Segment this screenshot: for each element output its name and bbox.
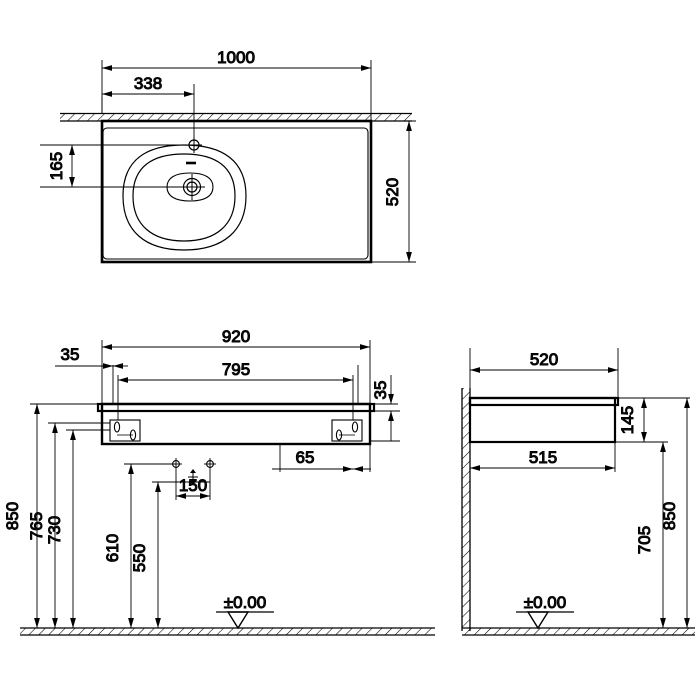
top-view-drain bbox=[179, 174, 205, 200]
side-view-witness-lines bbox=[469, 348, 690, 472]
service-hole-2 bbox=[204, 458, 216, 470]
top-view: 1000 338 165 520 bbox=[40, 48, 416, 264]
front-view-cabinet bbox=[96, 402, 376, 446]
side-view-wall bbox=[461, 388, 471, 631]
dim-795-label: 795 bbox=[222, 360, 250, 379]
dim-550: 550 bbox=[130, 482, 161, 628]
dim-765: 765 bbox=[27, 423, 58, 628]
dim-850-front-label: 850 bbox=[3, 502, 22, 530]
dim-1000: 1000 bbox=[102, 48, 371, 71]
dim-65: 65 bbox=[272, 448, 371, 472]
dim-515: 515 bbox=[470, 448, 615, 471]
dim-705-label: 705 bbox=[635, 526, 654, 554]
datum-side: ±0.00 bbox=[516, 593, 574, 630]
dim-515-label: 515 bbox=[529, 448, 557, 467]
dim-165: 165 bbox=[47, 145, 75, 187]
dim-150: 150 bbox=[176, 476, 210, 499]
dim-35-right: 35 bbox=[371, 375, 394, 441]
side-view: 520 515 145 705 850 ±0.00 bbox=[461, 348, 695, 636]
dim-65-label: 65 bbox=[296, 448, 315, 467]
side-view-floor bbox=[462, 627, 695, 636]
dim-765-label: 765 bbox=[27, 512, 46, 540]
front-view-bracket-left bbox=[109, 419, 141, 442]
dim-550-label: 550 bbox=[130, 544, 149, 572]
dim-150-label: 150 bbox=[179, 476, 207, 495]
dim-920-label: 920 bbox=[222, 327, 250, 346]
datum-front: ±0.00 bbox=[216, 593, 274, 630]
front-view: 920 795 35 35 65 150 bbox=[3, 327, 435, 636]
dim-610-label: 610 bbox=[103, 534, 122, 562]
datum-front-label: ±0.00 bbox=[224, 593, 266, 612]
dim-920: 920 bbox=[102, 327, 370, 350]
dim-795: 795 bbox=[118, 360, 353, 383]
dim-35-left-label: 35 bbox=[61, 345, 80, 364]
dim-338-label: 338 bbox=[134, 74, 162, 93]
dim-338: 338 bbox=[102, 74, 194, 97]
dim-850-side-label: 850 bbox=[660, 502, 679, 530]
dim-145: 145 bbox=[618, 398, 647, 442]
top-view-witness-lines bbox=[40, 60, 416, 263]
dim-520-top: 520 bbox=[383, 121, 412, 262]
datum-side-label: ±0.00 bbox=[524, 593, 566, 612]
dim-520-top-label: 520 bbox=[383, 178, 402, 206]
dim-520-side-label: 520 bbox=[530, 350, 558, 369]
top-view-bowl bbox=[122, 144, 247, 251]
front-view-floor bbox=[20, 627, 435, 636]
top-view-basin-body bbox=[100, 119, 373, 264]
dim-610: 610 bbox=[103, 464, 134, 628]
dim-1000-label: 1000 bbox=[217, 48, 255, 67]
dim-35-right-label: 35 bbox=[371, 381, 390, 400]
dim-730-label: 730 bbox=[45, 516, 64, 544]
dim-705: 705 bbox=[635, 442, 666, 628]
dim-850-side: 850 bbox=[660, 398, 690, 628]
dim-730: 730 bbox=[45, 430, 76, 628]
side-view-cabinet bbox=[468, 396, 620, 444]
dim-520-side: 520 bbox=[470, 350, 618, 373]
dim-145-label: 145 bbox=[618, 406, 637, 434]
dim-165-label: 165 bbox=[47, 152, 66, 180]
dim-35-left: 35 bbox=[55, 345, 128, 369]
dim-850-front: 850 bbox=[3, 404, 40, 628]
front-view-bracket-right bbox=[331, 419, 363, 442]
